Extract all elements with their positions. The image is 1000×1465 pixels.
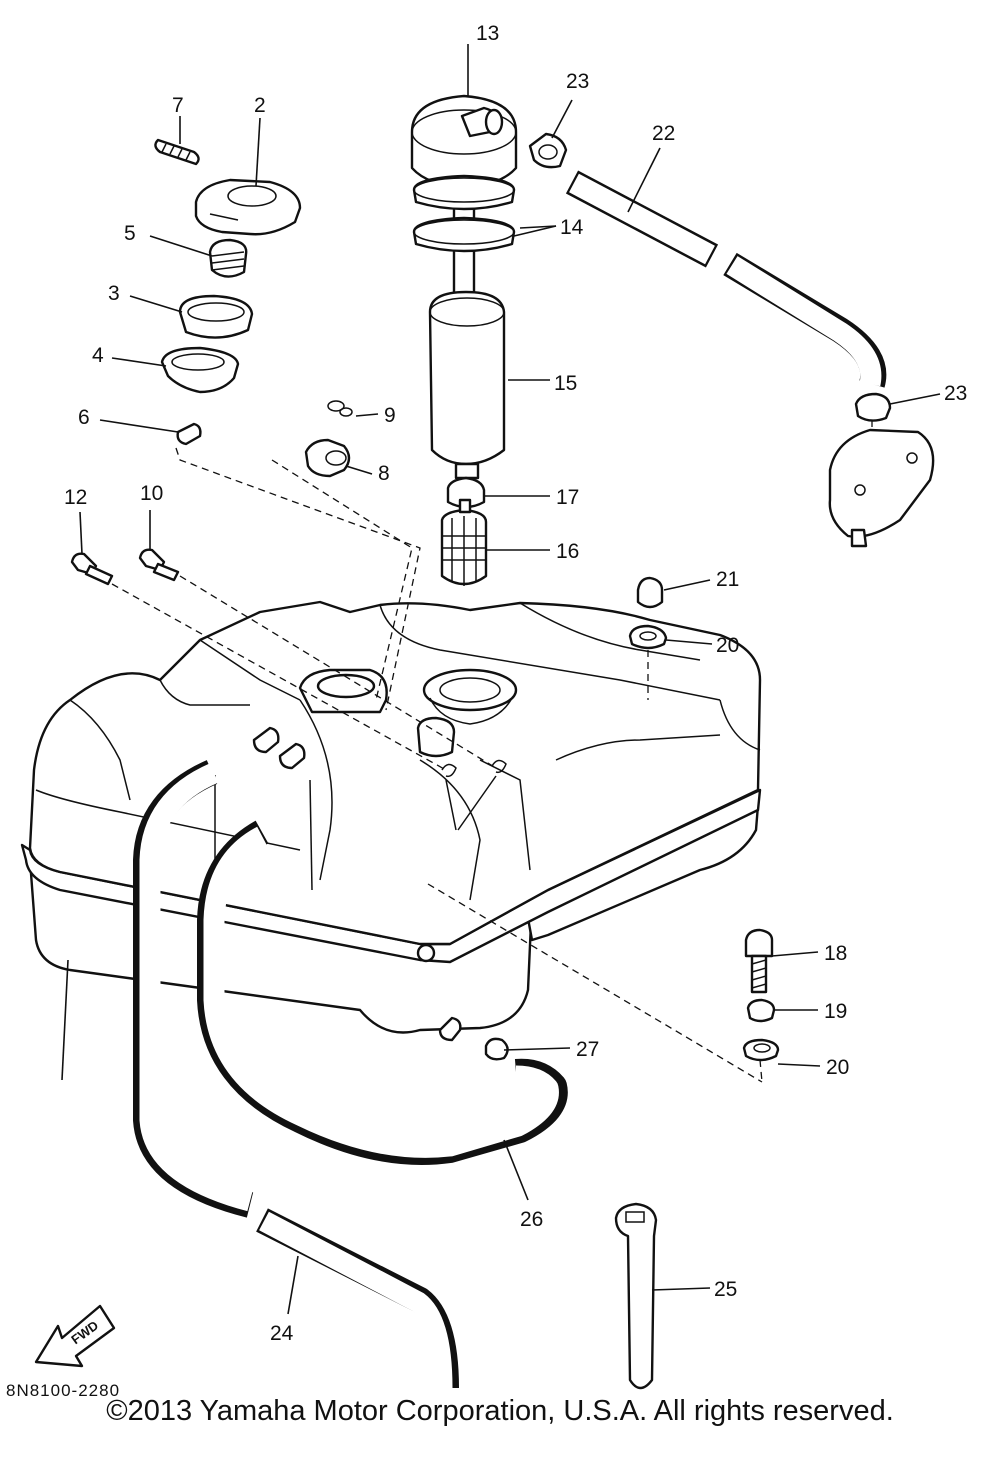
callout-14: 14 — [560, 216, 584, 239]
callout-22: 22 — [652, 122, 675, 145]
fuel-tap-assembly — [154, 138, 353, 478]
vent-hose-assembly — [528, 132, 935, 548]
fuel-pump-assembly — [410, 94, 518, 586]
drain-hoses — [133, 760, 568, 1389]
callout-12: 12 — [64, 486, 87, 509]
callout-20-bottom: 20 — [826, 1056, 849, 1079]
callout-16: 16 — [556, 540, 579, 563]
callout-24: 24 — [270, 1322, 294, 1345]
tank-strap — [614, 1202, 658, 1390]
mounting-hardware — [70, 548, 780, 1062]
fuel-tank — [20, 600, 762, 1042]
callout-7: 7 — [172, 94, 184, 117]
callout-5: 5 — [124, 222, 136, 245]
callout-4: 4 — [92, 344, 104, 367]
callout-13: 13 — [476, 22, 499, 45]
callout-3: 3 — [108, 282, 120, 305]
callout-18: 18 — [824, 942, 847, 965]
callout-27: 27 — [576, 1038, 599, 1061]
copyright-notice: ©2013 Yamaha Motor Corporation, U.S.A. A… — [106, 1395, 894, 1427]
callout-10: 10 — [140, 482, 163, 505]
callout-25: 25 — [714, 1278, 737, 1301]
callout-6: 6 — [78, 406, 90, 429]
callout-23-top: 23 — [566, 70, 589, 93]
callout-15: 15 — [554, 372, 577, 395]
callout-23-right: 23 — [944, 382, 967, 405]
assembly-lines — [111, 447, 763, 1083]
callout-20-top: 20 — [716, 634, 739, 657]
callout-8: 8 — [378, 462, 390, 485]
forward-arrow-icon: FWD — [34, 1304, 116, 1368]
callout-21: 21 — [716, 568, 739, 591]
leader-lines — [61, 44, 941, 1315]
fuel-tank-parts-diagram: FWD — [6, 22, 967, 1400]
callout-numbers: 13 23 22 7 2 14 5 3 15 4 23 9 6 8 12 10 … — [64, 22, 967, 1345]
callout-26: 26 — [520, 1208, 543, 1231]
drawing-code: 8N8100-2280 — [6, 1381, 120, 1400]
callout-19: 19 — [824, 1000, 847, 1023]
callout-17: 17 — [556, 486, 579, 509]
callout-9: 9 — [384, 404, 396, 427]
callout-2: 2 — [254, 94, 266, 117]
